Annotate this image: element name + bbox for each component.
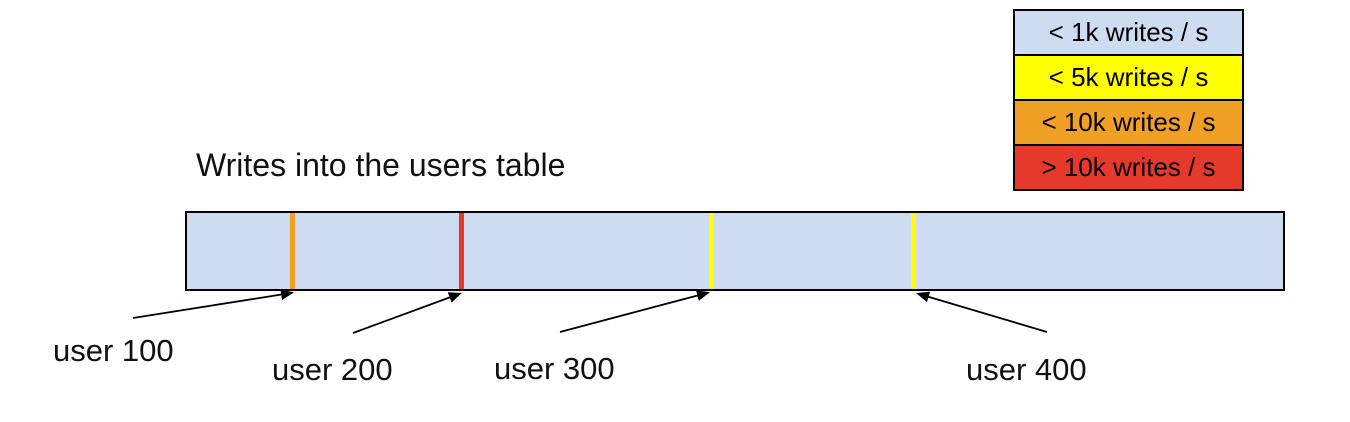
user-200-label: user 200 bbox=[272, 352, 393, 387]
legend: < 1k writes / s < 5k writes / s < 10k wr… bbox=[1013, 9, 1244, 191]
arrow-user300 bbox=[559, 290, 710, 333]
write-hotspot-marker-user400 bbox=[910, 213, 916, 289]
write-hotspot-marker-user100 bbox=[289, 213, 295, 289]
users-table-bar bbox=[185, 211, 1285, 291]
write-hotspot-marker-user300 bbox=[708, 213, 714, 289]
legend-item-label: < 10k writes / s bbox=[1041, 107, 1216, 137]
legend-item-gt10k: > 10k writes / s bbox=[1013, 144, 1244, 191]
user-300-label: user 300 bbox=[494, 351, 615, 386]
arrow-user100 bbox=[132, 289, 294, 319]
user-100-label: user 100 bbox=[53, 333, 174, 368]
legend-item-label: < 5k writes / s bbox=[1048, 62, 1209, 92]
user-400-label: user 400 bbox=[966, 352, 1087, 387]
legend-item-lt5k: < 5k writes / s bbox=[1013, 54, 1244, 101]
legend-item-label: > 10k writes / s bbox=[1041, 152, 1216, 182]
arrow-user200 bbox=[352, 292, 462, 334]
legend-item-lt1k: < 1k writes / s bbox=[1013, 9, 1244, 56]
diagram-title: Writes into the users table bbox=[196, 147, 566, 183]
legend-item-lt10k: < 10k writes / s bbox=[1013, 99, 1244, 146]
arrow-user400 bbox=[916, 291, 1048, 333]
legend-item-label: < 1k writes / s bbox=[1048, 17, 1209, 47]
write-hotspot-marker-user200 bbox=[458, 213, 464, 289]
